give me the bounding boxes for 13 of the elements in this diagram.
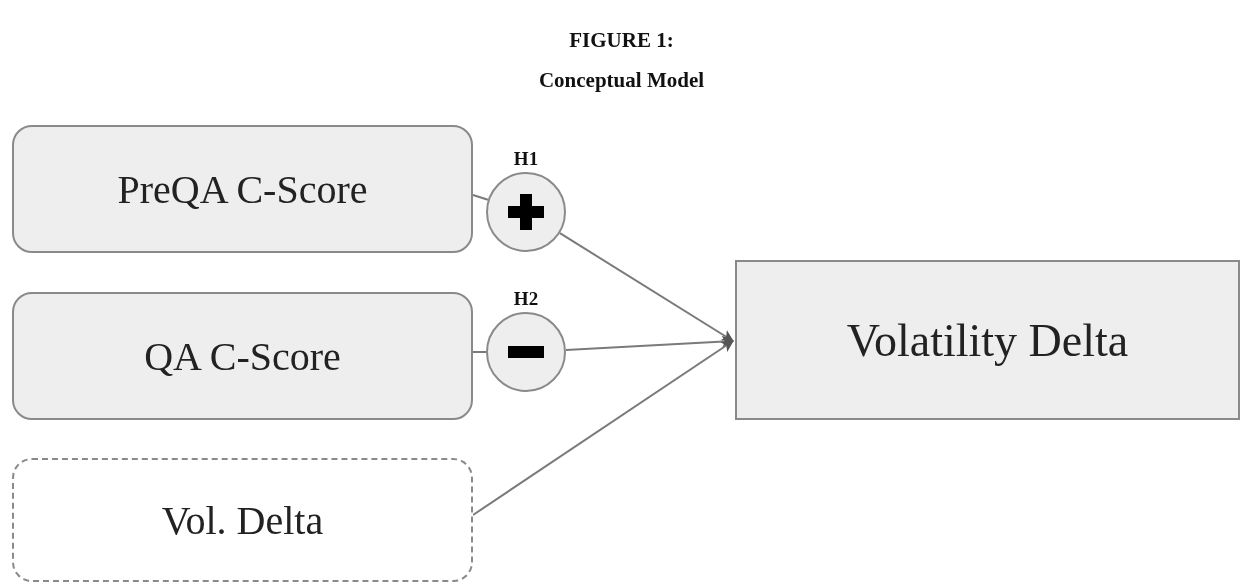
dashed-variable-box: Vol. Delta (12, 458, 473, 582)
figure-title: FIGURE 1: (568, 28, 675, 53)
figure-subtitle: Conceptual Model (537, 68, 706, 93)
variable-box: PreQA C-Score (12, 125, 473, 253)
arrow (558, 232, 734, 342)
arrow (472, 340, 734, 516)
connector-line (472, 351, 487, 353)
connector-line (472, 194, 489, 201)
hypothesis-label: H2 (513, 288, 539, 310)
arrow (564, 335, 734, 351)
variable-box: QA C-Score (12, 292, 473, 420)
hypothesis-label: H1 (513, 148, 539, 170)
variable-box: Volatility Delta (735, 260, 1240, 420)
